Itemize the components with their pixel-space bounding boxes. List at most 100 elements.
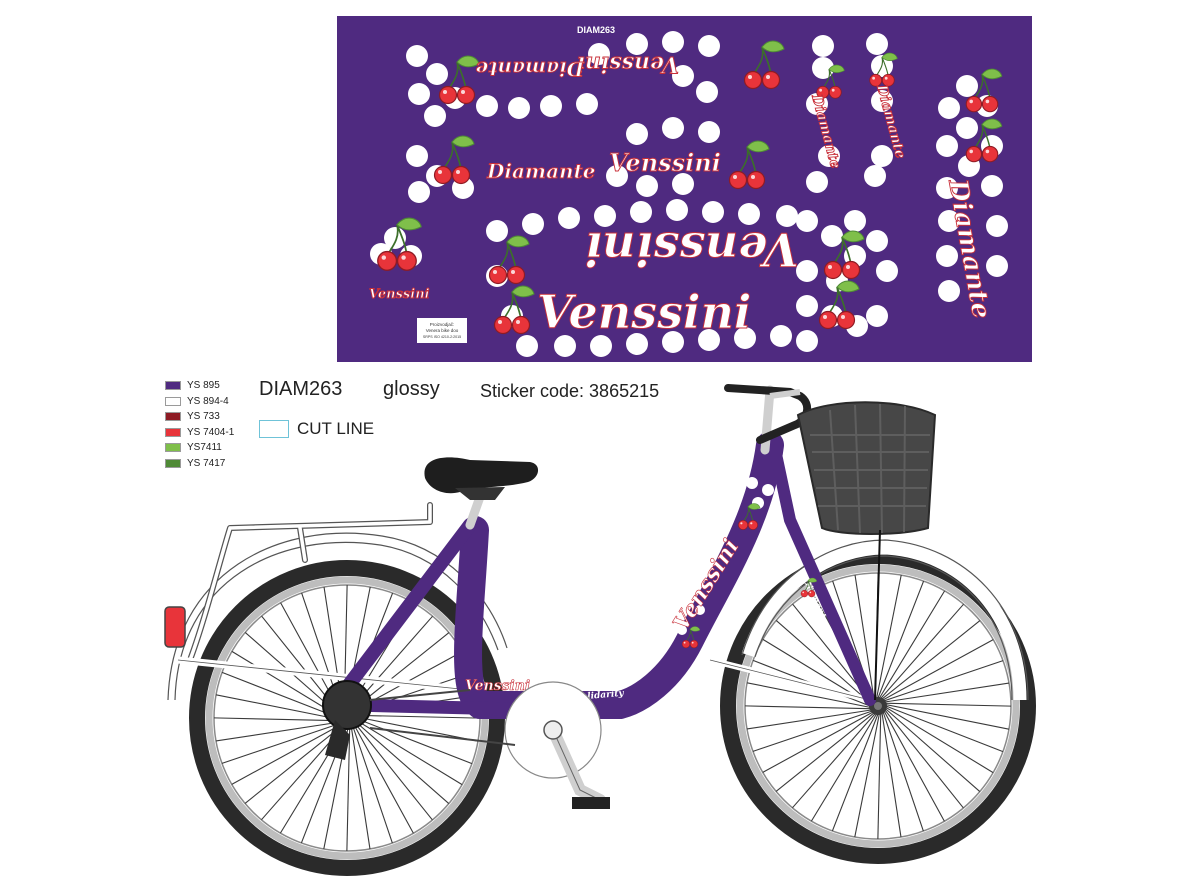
polka-dot xyxy=(866,305,888,327)
color-swatch xyxy=(165,443,181,453)
polka-dot xyxy=(508,97,530,119)
swatch-label: YS 733 xyxy=(187,411,220,423)
polka-dot xyxy=(516,335,538,357)
polka-dot xyxy=(864,165,886,187)
swatch-label: YS 894-4 xyxy=(187,395,229,407)
polka-dot xyxy=(821,225,843,247)
polka-dot xyxy=(406,45,428,67)
polka-dot xyxy=(986,215,1008,237)
chain xyxy=(369,689,516,746)
polka-dot xyxy=(626,333,648,355)
polka-dot xyxy=(408,83,430,105)
seat-stay xyxy=(338,518,477,697)
polka-dot xyxy=(662,31,684,53)
polka-dot xyxy=(626,33,648,55)
maker-label-line-1: Proizvodjač: xyxy=(430,322,455,327)
finish-label: glossy xyxy=(383,378,440,400)
sticker-text-venssini-large-flipped: Venssini xyxy=(585,222,799,276)
maker-label-line-2: Venera bike doo xyxy=(426,328,459,333)
legend-row: YS 7404-1 xyxy=(165,425,234,441)
polka-dot xyxy=(696,81,718,103)
cut-line-legend: CUT LINE xyxy=(259,419,374,439)
polka-dot xyxy=(796,260,818,282)
polka-dot xyxy=(630,201,652,223)
legend-row: YS7411 xyxy=(165,440,234,456)
polka-dot xyxy=(956,75,978,97)
polka-dot xyxy=(936,135,958,157)
polka-dot xyxy=(796,295,818,317)
polka-dot xyxy=(956,117,978,139)
polka-dot xyxy=(594,205,616,227)
polka-dot xyxy=(486,220,508,242)
polka-dot xyxy=(796,330,818,352)
polka-dot xyxy=(626,123,648,145)
tail-light xyxy=(164,606,186,648)
polka-dot xyxy=(866,33,888,55)
swatch-label: YS 895 xyxy=(187,380,220,392)
polka-dot xyxy=(938,97,960,119)
polka-dot xyxy=(522,213,544,235)
sticker-sheet: DIAM263 Venssini Venssini Diamante Diama… xyxy=(337,16,1032,362)
front-basket xyxy=(796,401,937,701)
front-fender xyxy=(741,541,1027,701)
legend-row: YS 733 xyxy=(165,409,234,425)
polka-dot xyxy=(636,175,658,197)
polka-dot xyxy=(698,121,720,143)
polka-dot xyxy=(576,93,598,115)
polka-dot xyxy=(426,63,448,85)
rear-cassette xyxy=(322,680,372,730)
polka-dot xyxy=(558,207,580,229)
polka-dot xyxy=(936,177,958,199)
color-legend: YS 895 YS 894-4 YS 733 YS 7404-1 YS7411 … xyxy=(165,378,234,471)
color-swatch xyxy=(165,412,181,422)
polka-dot xyxy=(540,95,562,117)
polka-dot xyxy=(876,260,898,282)
sticker-text-venssini-flipped: Venssini xyxy=(576,51,679,77)
polka-dot xyxy=(424,105,446,127)
polka-dot xyxy=(554,335,576,357)
polka-dot xyxy=(738,203,760,225)
polka-dot xyxy=(812,35,834,57)
polka-dot xyxy=(662,117,684,139)
seat-tube-text-diamante: Diamante xyxy=(502,586,535,647)
front-fork xyxy=(767,434,876,706)
sticker-text-diamante: Diamante xyxy=(486,159,596,183)
polka-dot xyxy=(938,210,960,232)
legend-row: YS 894-4 xyxy=(165,394,234,410)
polka-dot xyxy=(590,335,612,357)
sticker-text-venssini: Venssini xyxy=(609,148,721,177)
legend-row: YS 895 xyxy=(165,378,234,394)
polka-dot xyxy=(796,210,818,232)
sticker-text-diamante-flipped: Diamante xyxy=(475,57,585,81)
polka-dot xyxy=(702,201,724,223)
polka-dot xyxy=(770,325,792,347)
chainstay-text-venssini: Venssini xyxy=(465,678,530,694)
color-swatch xyxy=(165,396,181,406)
polka-dot xyxy=(734,327,756,349)
maker-label-line-3: SRPS ISO 4210-2:2015 xyxy=(423,335,461,339)
legend-row: YS 7417 xyxy=(165,456,234,472)
cut-line-label: CUT LINE xyxy=(297,419,375,438)
polka-dot xyxy=(936,245,958,267)
polka-dots xyxy=(370,31,1008,357)
sticker-code: Sticker code: 3865215 xyxy=(480,381,660,401)
polka-dot xyxy=(672,173,694,195)
polka-dot xyxy=(662,331,684,353)
cut-line-swatch xyxy=(259,420,289,438)
polka-dot xyxy=(406,145,428,167)
maker-label xyxy=(417,318,467,343)
sheet-code-label: DIAM263 xyxy=(577,25,615,35)
swatch-label: YS 7404-1 xyxy=(187,426,235,438)
swatch-label: YS 7417 xyxy=(187,457,226,469)
polka-dot xyxy=(986,255,1008,277)
polka-dot xyxy=(806,171,828,193)
sticker-text-venssini-large: Venssini xyxy=(537,285,751,339)
color-swatch xyxy=(165,458,181,468)
polka-dot xyxy=(812,57,834,79)
pedal xyxy=(572,797,610,809)
polka-dot xyxy=(476,95,498,117)
rear-derailleur xyxy=(325,720,350,760)
polka-dot xyxy=(698,329,720,351)
polka-dot xyxy=(981,175,1003,197)
